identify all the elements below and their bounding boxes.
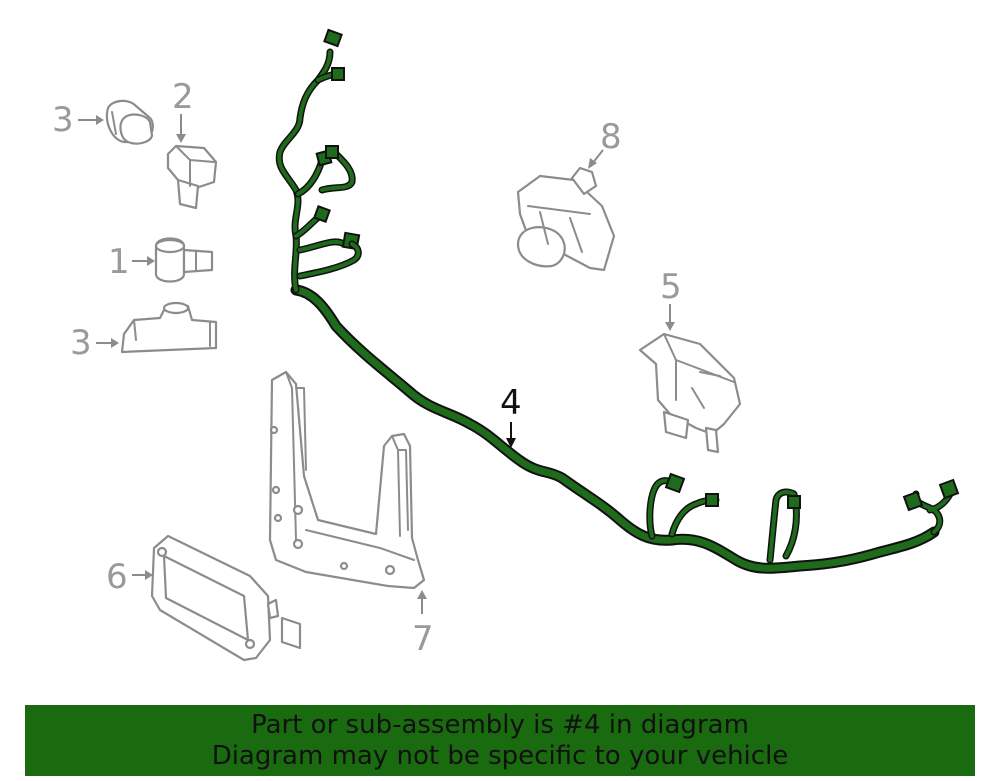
- part-2-sensor: [166, 144, 218, 210]
- part-6-control-module: [150, 534, 302, 662]
- part-8-camera: [516, 166, 616, 272]
- notice-line-1: Part or sub-assembly is #4 in diagram: [251, 709, 749, 740]
- part-7-bracket: [268, 370, 426, 590]
- notice-banner: Part or sub-assembly is #4 in diagram Di…: [25, 705, 975, 776]
- part-1-sensor: [154, 237, 214, 283]
- parts-diagram: 3 2 1 3 8: [52, 28, 960, 662]
- callout-4: 4: [500, 383, 522, 423]
- callout-6: 6: [106, 557, 128, 597]
- notice-line-2: Diagram may not be specific to your vehi…: [211, 740, 789, 771]
- part-3-bracket-lower: [120, 301, 218, 354]
- callout-1: 1: [108, 242, 130, 282]
- part-5-connector-housing: [638, 332, 742, 454]
- callout-3-top: 3: [52, 100, 74, 140]
- part-3-sensor-top: [105, 99, 154, 145]
- part-4-wiring-harness: [275, 28, 960, 574]
- callout-8: 8: [600, 117, 622, 157]
- callout-3-lower: 3: [70, 323, 92, 363]
- callout-2: 2: [172, 77, 194, 117]
- callout-5: 5: [660, 267, 682, 307]
- callout-7: 7: [412, 619, 434, 659]
